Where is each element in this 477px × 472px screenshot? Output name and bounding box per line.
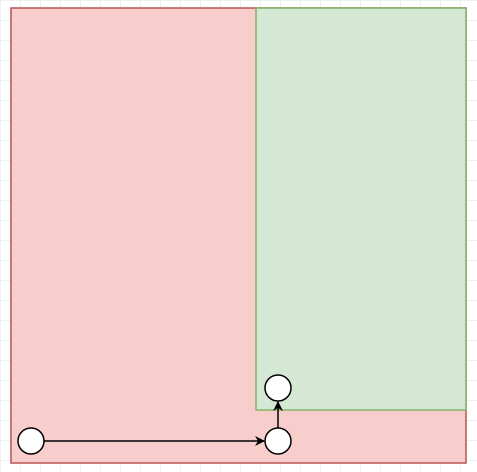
start-node-circle[interactable] [17,427,45,455]
green-container-rect[interactable] [255,7,467,411]
end-node-circle[interactable] [264,374,292,402]
middle-node-circle[interactable] [264,427,292,455]
